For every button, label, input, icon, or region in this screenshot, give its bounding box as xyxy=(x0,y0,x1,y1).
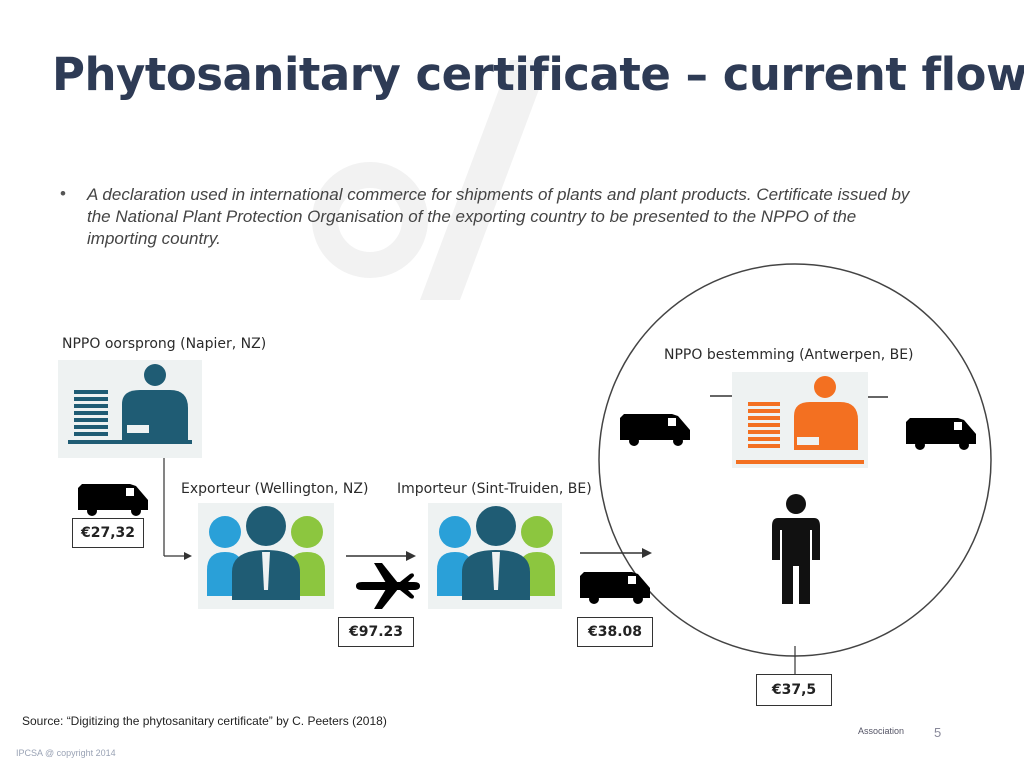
nppo-origin-icon xyxy=(58,360,202,458)
importer-label: Importeur (Sint-Truiden, BE) xyxy=(397,481,592,497)
price-destination: €37,5 xyxy=(756,674,832,706)
exporter-icon xyxy=(198,503,334,609)
nppo-destination-icon xyxy=(732,372,868,468)
price-truck: €38.08 xyxy=(577,617,653,647)
exporter-label: Exporteur (Wellington, NZ) xyxy=(181,481,369,497)
airplane-icon xyxy=(356,563,420,609)
slide-title: Phytosanitary certificate – current flow xyxy=(52,48,1024,101)
van-icon-destination-left xyxy=(620,414,690,446)
page-number: 5 xyxy=(934,725,942,740)
person-icon xyxy=(772,494,820,604)
watermark-logo xyxy=(300,60,560,300)
copyright-footer: IPCSA @ copyright 2014 xyxy=(16,748,116,758)
van-icon-origin xyxy=(78,484,148,516)
importer-icon xyxy=(428,503,562,609)
price-origin-transport: €27,32 xyxy=(72,518,144,548)
van-icon-truck xyxy=(580,572,650,604)
van-icon-destination-right xyxy=(906,418,976,450)
source-citation: Source: “Digitizing the phytosanitary ce… xyxy=(22,714,387,728)
bullet-text: A declaration used in international comm… xyxy=(87,185,910,248)
nppo-destination-label: NPPO bestemming (Antwerpen, BE) xyxy=(664,347,914,363)
price-air-freight: €97.23 xyxy=(338,617,414,647)
association-logo-text: Association xyxy=(858,726,905,736)
bullet-marker: • xyxy=(60,184,66,203)
nppo-origin-label: NPPO oorsprong (Napier, NZ) xyxy=(62,336,267,352)
